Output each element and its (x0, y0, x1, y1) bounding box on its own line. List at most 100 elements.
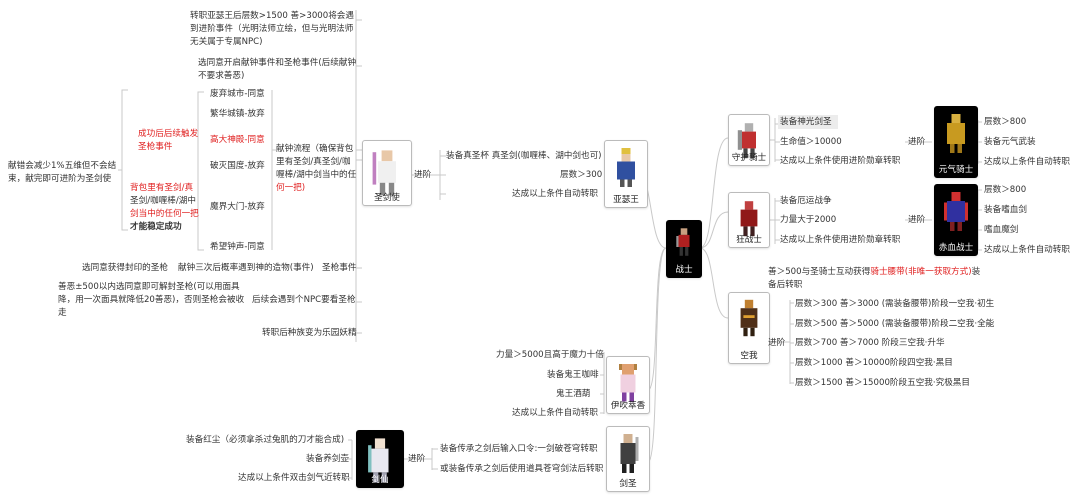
blood-warrior-label: 赤血战士 (938, 243, 974, 253)
ibuki-node[interactable]: 伊吹萃香 (606, 356, 650, 414)
immortal-req-1: 装备红尘（必须拿杀过兔肌的刀才能合成) (186, 435, 345, 445)
bell-line-2: 里有圣剑/真圣剑/咖 (276, 157, 351, 167)
fail-note-line-1: 献错会减少1%五维但不会结 (8, 161, 117, 171)
kuuga-sprite-icon (740, 299, 758, 337)
warrior-label: 战士 (675, 265, 693, 275)
holy-sword-label: 圣剑使 (374, 193, 400, 203)
open-event-line-2: 不要求善恶) (198, 71, 245, 81)
berserker-node[interactable]: 狂战士 (728, 192, 770, 248)
advance-label-knight: 进阶 (414, 170, 432, 180)
kuuga-label: 空我 (740, 351, 758, 361)
blood-warrior-node[interactable]: 赤血战士 (934, 184, 978, 256)
advance-label-kuuga: 进阶 (768, 338, 786, 348)
sword-immortal-node[interactable]: 剑仙 (356, 430, 404, 488)
bell-line-1: 献钟流程（确保背包 (276, 144, 354, 154)
blood-req-2: 装备嗜血剑 (984, 205, 1027, 215)
holy-sword-node[interactable]: 圣剑使 (362, 140, 412, 206)
evil-line-2: 降，用一次面具就降低20善恶)，否则圣枪会被收 (58, 295, 245, 305)
arthur-node[interactable]: 亚瑟王 (604, 140, 648, 208)
warrior-node[interactable]: 战士 (666, 220, 702, 278)
pack-line-1: 背包里有圣剑/真 (130, 183, 194, 193)
advance-label-guardian: 进阶 (908, 137, 926, 147)
spear-a: 选同意获得封印的圣枪 (82, 263, 168, 273)
arthur-req-3: 达成以上条件自动转职 (512, 189, 598, 199)
kuuga-stage-5: 层数＞1500 善＞15000阶段五空我·究极黑目 (795, 378, 970, 388)
ibuki-req-1: 力量＞5000且高于魔力十倍 (496, 350, 604, 360)
ibuki-req-4: 达成以上条件自动转职 (512, 408, 598, 418)
guardian-req-1: 装备神光剑圣 (780, 117, 832, 127)
ibuki-req-3: 鬼王酒葫 (556, 389, 591, 399)
blood-warrior-sprite-icon (944, 192, 968, 231)
advance-label-saint: 进阶 (408, 454, 426, 464)
pack-line-2: 圣剑/咖喱棒/湖中 (130, 196, 196, 206)
city-3: 高大神殿-同意 (210, 135, 265, 145)
warrior-sprite-icon (676, 228, 690, 256)
evil-line-1: 善恶±500以内选同意即可解封圣枪(可以用面具 (58, 282, 240, 292)
genki-req-1: 层数＞800 (984, 117, 1027, 127)
arthur-req-2: 层数＞300 (560, 170, 603, 180)
sword-saint-node[interactable]: 剑圣 (606, 426, 650, 492)
spear-c: 圣枪事件 (322, 263, 357, 273)
holy-sword-sprite-icon (372, 150, 396, 196)
kuuga-stage-3: 层数＞700 善＞7000 阶段三空我·升华 (795, 338, 945, 348)
genki-sprite-icon (947, 114, 965, 153)
berserker-req-2: 力量大于2000 (780, 215, 837, 225)
kuuga-intro-line-2: 备后转职 (768, 280, 803, 290)
genki-node[interactable]: 元气骑士 (934, 106, 978, 178)
evil-line-3: 走 (58, 308, 67, 318)
pre-event-line-2: 到进阶事件（光明法师立绘，但与光明法师 (190, 24, 354, 34)
berserker-req-1: 装备厄运战争 (780, 196, 832, 206)
city-4: 破灭国度-放弃 (210, 161, 265, 171)
success-line-1: 成功后后续触发 (138, 129, 199, 139)
blood-req-1: 层数＞800 (984, 185, 1027, 195)
arthur-req-1: 装备真圣杯 真圣剑(咖喱棒、湖中剑也可) (446, 151, 602, 161)
evil-follow: 后续会遇到个NPC要看圣枪 (252, 295, 356, 305)
saint-req-2: 或装备传承之剑后使用道具苍穹剑法后转职 (440, 464, 604, 474)
sword-saint-sprite-icon (620, 434, 639, 473)
city-1: 废弃城市-同意 (210, 89, 265, 99)
berserker-label: 狂战士 (736, 235, 762, 245)
spear-b: 献钟三次后概率遇到神的造物(事件) (178, 263, 314, 273)
city-5: 魔界大门-放弃 (210, 202, 265, 212)
pre-event-line-3: 无关属于专属NPC) (190, 37, 263, 47)
berserker-req-3: 达成以上条件使用进阶勋章转职 (780, 235, 901, 245)
kuuga-node[interactable]: 空我 (728, 292, 770, 364)
genki-label: 元气骑士 (938, 165, 974, 175)
genki-req-2: 装备元气武装 (984, 137, 1036, 147)
blood-req-4: 达成以上条件自动转职 (984, 245, 1070, 255)
guardian-req-3: 达成以上条件使用进阶勋章转职 (780, 156, 901, 166)
guardian-label: 守护骑士 (731, 153, 767, 163)
city-6: 希望钟声-同意 (210, 242, 265, 252)
fail-note-line-2: 束，献完即可进阶为圣剑使 (8, 174, 112, 184)
ibuki-req-2: 装备鬼王咖啡 (547, 370, 599, 380)
bell-line-3: 喱棒/湖中剑当中的任 (276, 170, 357, 180)
pack-line-3: 剑当中的任何一把 (130, 209, 199, 219)
guardian-node[interactable]: 守护骑士 (728, 114, 770, 166)
arthur-sprite-icon (617, 148, 635, 187)
success-line-2: 圣枪事件 (138, 142, 173, 152)
saint-req-1: 装备传承之剑后输入口令:一剑破苍穹转职 (440, 444, 598, 454)
immortal-req-2: 装备养剑壶 (306, 454, 349, 464)
kuuga-intro-line-1: 善＞500与圣骑士互动获得骑士腰带(非唯一获取方式)装 (768, 267, 981, 277)
ibuki-sprite-icon (619, 364, 637, 402)
arthur-label: 亚瑟王 (613, 195, 639, 205)
kuuga-stage-1: 层数＞300 善＞3000 (需装备腰带)阶段一空我·初生 (795, 299, 995, 309)
immortal-req-3: 达成以上条件双击剑气近转职 (238, 473, 350, 483)
guardian-sprite-icon (737, 123, 756, 159)
guardian-req-2: 生命值＞10000 (780, 137, 842, 147)
pack-line-4: 才能稳定成功 (130, 222, 182, 232)
race-change: 转职后种族变为乐园妖精 (262, 328, 357, 338)
genki-req-3: 达成以上条件自动转职 (984, 157, 1070, 167)
kuuga-stage-2: 层数＞500 善＞5000 (需装备腰带)阶段二空我·全能 (795, 319, 995, 329)
kuuga-stage-4: 层数＞1000 善＞10000阶段四空我·黑目 (795, 358, 953, 368)
open-event-line-1: 选同意开启献钟事件和圣枪事件(后续献钟 (198, 58, 357, 68)
blood-req-3: 嗜血魔剑 (984, 225, 1019, 235)
bell-line-4: 何一把) (276, 183, 306, 193)
sword-saint-label: 剑圣 (619, 479, 637, 489)
sword-immortal-label: 剑仙 (371, 475, 389, 485)
pre-event-line-1: 转职亚瑟王后层数>1500 善>3000将会遇 (190, 11, 354, 21)
ibuki-label: 伊吹萃香 (610, 401, 646, 411)
sword-immortal-sprite-icon (368, 438, 389, 483)
berserker-sprite-icon (740, 201, 758, 237)
